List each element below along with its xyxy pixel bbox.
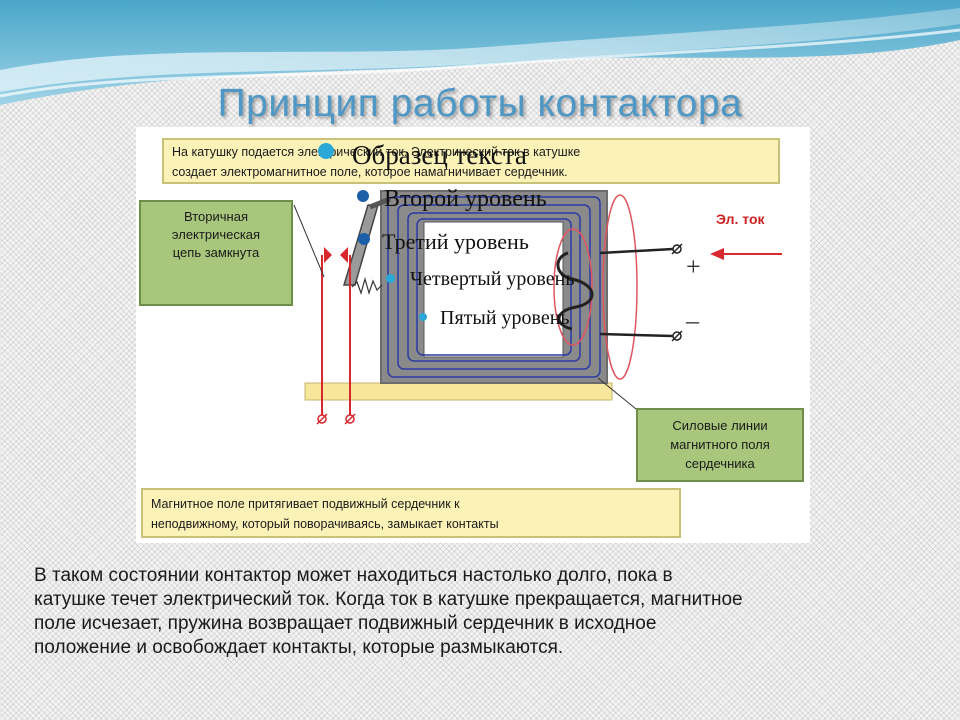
- armature-link: [369, 196, 391, 210]
- plus-sign: +: [686, 252, 701, 281]
- coil-current-note-line-2: создает электромагнитное поле, которое н…: [172, 165, 568, 179]
- bullet-level-1: [318, 143, 334, 159]
- contactor-diagram: [293, 190, 782, 425]
- coil-lead-bottom: [599, 332, 674, 338]
- core-window: [423, 221, 564, 358]
- coil-outline-right: [602, 194, 638, 380]
- bullet-level-3: [358, 233, 370, 245]
- body-paragraph: В таком состоянии контактор может находи…: [34, 564, 926, 660]
- placeholder-level-3[interactable]: Третий уровень: [382, 229, 529, 254]
- field-lines-line-2: магнитного поля: [670, 437, 770, 452]
- return-spring: [351, 276, 383, 296]
- contact-closed: [324, 247, 332, 263]
- contact-terminal-left: [316, 413, 328, 425]
- secondary-circuit-line-1: Вторичная: [184, 209, 248, 224]
- coil-winding: [556, 251, 594, 331]
- field-lines-line-3: сердечника: [685, 456, 755, 471]
- current-label: Эл. ток: [716, 211, 765, 227]
- armature-note-line-1: Магнитное поле притягивает подвижный сер…: [151, 497, 460, 511]
- contact-closed-2: [340, 247, 348, 263]
- leader-field-lines: [597, 377, 637, 410]
- placeholder-level-5[interactable]: Пятый уровень: [440, 307, 570, 329]
- field-lines: [387, 196, 601, 378]
- placeholder-level-4[interactable]: Четвертый уровень: [410, 268, 575, 290]
- top-wave-decoration: [0, 0, 960, 105]
- contact-terminal-right: [344, 413, 356, 425]
- terminal-top: [671, 243, 683, 255]
- bullet-level-4: [386, 274, 395, 283]
- field-lines-line-1: Силовые линии: [672, 418, 768, 433]
- slide-title: Принцип работы контактора: [217, 82, 743, 125]
- coil-current-note-line-1: На катушку подается электрический ток. Э…: [172, 145, 581, 159]
- bullet-level-2: [357, 190, 369, 202]
- leader-secondary: [293, 204, 325, 278]
- coil-outline-left: [553, 228, 593, 346]
- minus-sign: –: [686, 306, 699, 335]
- placeholder-level-1[interactable]: Образец текста: [352, 140, 527, 170]
- secondary-circuit-line-2: электрическая: [171, 227, 261, 242]
- current-arrow-head: [710, 248, 724, 260]
- coil-current-note: На катушку подается электрический ток. Э…: [162, 138, 780, 184]
- armature-note: Магнитное поле притягивает подвижный сер…: [141, 488, 681, 538]
- secondary-circuit: [321, 255, 351, 389]
- body-line-1: В таком состоянии контактор может находи…: [34, 565, 673, 586]
- armature-note-line-2: неподвижному, который поворачиваясь, зам…: [151, 517, 499, 531]
- base-rail: [304, 382, 613, 401]
- coil-lead-top: [599, 247, 674, 255]
- secondary-circuit-label: Вторичная электрическая цепь замкнута: [139, 200, 293, 306]
- body-line-4: положение и освобождает контакты, которы…: [34, 637, 564, 658]
- secondary-circuit-line-3: цепь замкнута: [172, 245, 260, 260]
- terminal-bottom: [671, 330, 683, 342]
- body-line-2: катушке течет электрический ток. Когда т…: [34, 589, 743, 610]
- bullet-level-5: [419, 313, 427, 321]
- field-lines-label: Силовые линии магнитного поля сердечника: [636, 408, 804, 482]
- body-line-3: поле исчезает, пружина возвращает подвиж…: [34, 613, 657, 634]
- placeholder-level-2[interactable]: Второй уровень: [384, 186, 547, 212]
